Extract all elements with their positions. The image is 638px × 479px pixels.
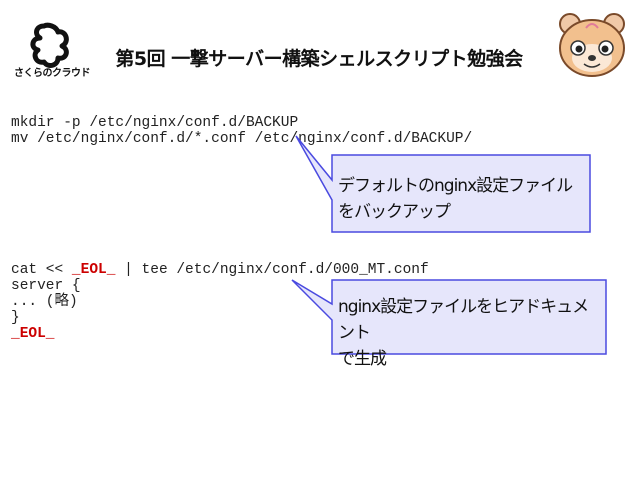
callout-line: で生成 — [338, 349, 387, 369]
code-text: | tee /etc/nginx/conf.d/000_MT.conf — [115, 262, 429, 278]
sakura-cloud-logo: さくらのクラウド — [14, 20, 91, 79]
callout-backup: デフォルトのnginx設定ファイル をバックアップ — [338, 173, 578, 225]
heredoc-marker: _EOL_ — [11, 326, 55, 342]
code-line: cat << _EOL_ | tee /etc/nginx/conf.d/000… — [11, 262, 429, 278]
code-block-heredoc: cat << _EOL_ | tee /etc/nginx/conf.d/000… — [11, 262, 429, 342]
code-line: } — [11, 310, 20, 326]
callout-heredoc: nginx設定ファイルをヒアドキュメント で生成 — [338, 294, 598, 372]
logo-text: さくらのクラウド — [14, 68, 91, 79]
code-text: cat << — [11, 262, 72, 278]
callout-line: nginx設定ファイルをヒアドキュメント — [338, 297, 589, 343]
callout-line: デフォルトのnginx設定ファイル — [338, 176, 573, 196]
cloud-logo-icon — [30, 22, 69, 68]
page-title: 第5回 一撃サーバー構築シェルスクリプト勉強会 — [115, 48, 523, 70]
callout-line: をバックアップ — [338, 202, 451, 222]
heredoc-marker: _EOL_ — [71, 262, 116, 278]
code-line: server { — [11, 278, 81, 294]
code-line: mv /etc/nginx/conf.d/*.conf /etc/nginx/c… — [11, 131, 473, 147]
code-line: ... (略) — [11, 294, 78, 310]
code-line: mkdir -p /etc/nginx/conf.d/BACKUP — [11, 115, 299, 131]
mascot-face-icon — [556, 10, 628, 80]
